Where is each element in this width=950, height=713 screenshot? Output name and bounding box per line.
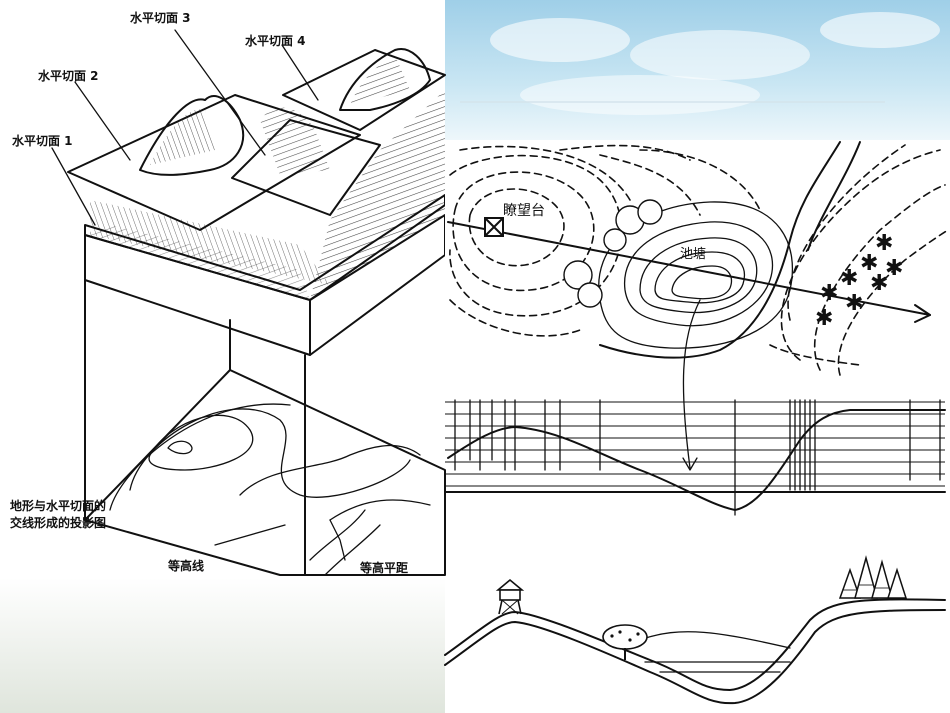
- label-cut-1: 水平切面 1: [12, 133, 73, 148]
- label-contour: 等高线: [167, 558, 204, 573]
- svg-text:✱: ✱: [845, 291, 863, 316]
- pine-forest-icon: [838, 555, 908, 599]
- ground-profile: [444, 598, 946, 691]
- section-line: [447, 221, 931, 316]
- svg-text:✱: ✱: [885, 256, 903, 281]
- stream-line-right: [807, 141, 861, 251]
- label-cut-2: 水平切面 2: [38, 68, 99, 83]
- label-cut-3: 水平切面 3: [130, 10, 191, 25]
- valley-contours: [769, 144, 949, 376]
- label-cut-4: 水平切面 4: [245, 33, 306, 48]
- landscape-section: [444, 555, 946, 705]
- leader-lines: [51, 29, 346, 561]
- terrain-block-diagram: 水平切面 1 水平切面 2 水平切面 3 水平切面 4 地形与水平切面的 交线形…: [10, 10, 446, 576]
- label-pond: 池塘: [680, 246, 706, 262]
- svg-text:✱: ✱: [820, 281, 838, 306]
- stream-line: [599, 141, 841, 359]
- tree-cluster-left: [563, 199, 663, 308]
- tree-icon: [602, 624, 648, 660]
- watchtower-marker: [484, 217, 504, 237]
- cut-plane-3: [231, 107, 381, 216]
- cut-plane-4: [282, 48, 446, 131]
- watchtower-icon: [495, 578, 525, 615]
- caption-line-2: 交线形成的投影图: [10, 515, 106, 530]
- ground-profile-lower: [444, 609, 946, 705]
- svg-text:✱: ✱: [840, 266, 858, 291]
- svg-text:✱: ✱: [860, 251, 878, 276]
- svg-text:✱: ✱: [870, 271, 888, 296]
- sky-background: [445, 0, 950, 140]
- label-watchtower: 瞭望台: [503, 203, 545, 219]
- svg-text:✱: ✱: [815, 306, 833, 331]
- grid-horizontal-lines: [445, 401, 945, 487]
- caption-line-1: 地形与水平切面的: [10, 498, 106, 513]
- far-hill: [639, 631, 791, 649]
- bottom-fade-background: [0, 578, 445, 713]
- svg-text:✱: ✱: [875, 231, 893, 256]
- projection-arrow: [682, 299, 701, 469]
- pine-trees-right: ✱ ✱ ✱ ✱ ✱ ✱ ✱ ✱: [815, 231, 903, 331]
- section-grid: [444, 399, 946, 516]
- section-arrow: [914, 304, 931, 323]
- grid-vertical-lines: [454, 399, 941, 516]
- contour-map: ✱ ✱ ✱ ✱ ✱ ✱ ✱ ✱ 瞭望台 池塘: [445, 140, 950, 471]
- hill-contours: [449, 144, 761, 337]
- contour-projection-plane: [84, 369, 446, 576]
- label-contour-interval: 等高平距: [359, 560, 408, 575]
